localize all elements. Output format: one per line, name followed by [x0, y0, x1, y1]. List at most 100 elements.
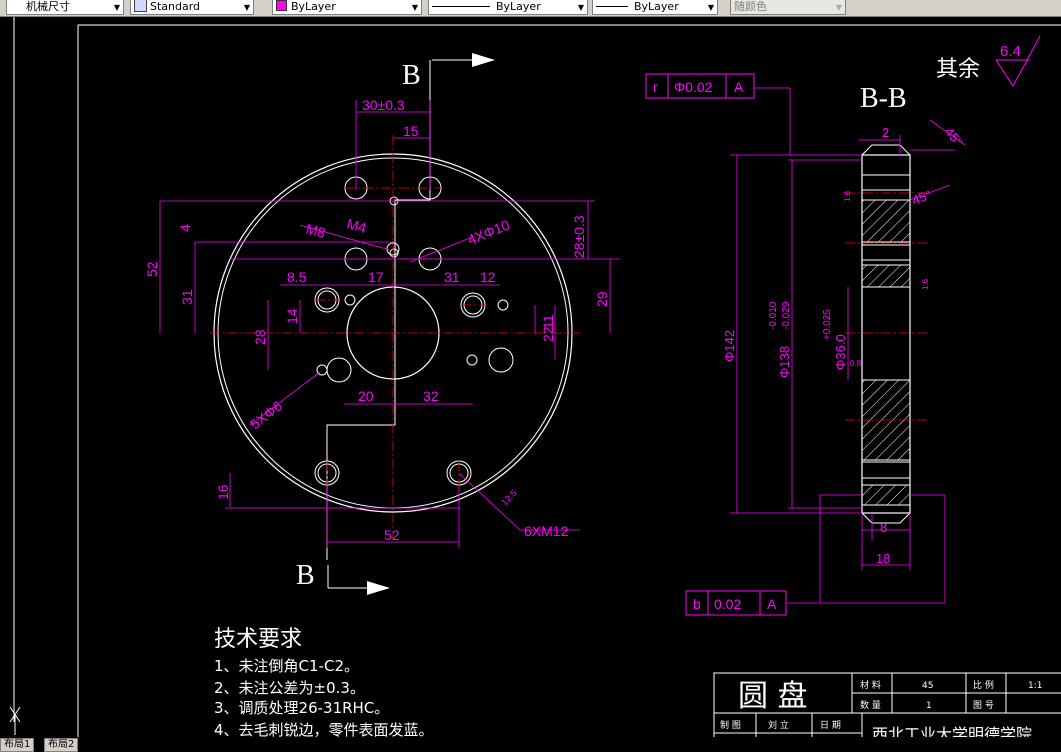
dimstyle-value: 机械尺寸 [26, 0, 70, 13]
dim-phi138-tol-up: -0.010 [768, 301, 779, 330]
dim-phi36-tol: +0.025 [822, 309, 833, 340]
material-label: 材 料 [860, 679, 881, 691]
dim-15: 15 [403, 123, 419, 139]
section-marker-bottom: B [296, 560, 390, 595]
dim-11: 11 [540, 314, 556, 329]
dim-28: 28 [252, 329, 268, 345]
tech-requirements-title: 技术要求 [214, 627, 302, 652]
hatch-upper-mid [861, 264, 911, 288]
dim-phi36: Φ36.0 [833, 334, 848, 370]
scale-value: 1:1 [1028, 681, 1042, 691]
drawing-no-label: 图 号 [973, 700, 994, 711]
dim-14: 14 [284, 308, 300, 324]
dim-16: 16 [215, 484, 231, 500]
dimstyle-select[interactable]: 机械尺寸 ▼ [6, 0, 124, 15]
dim-m8: M8 [304, 220, 327, 241]
tech-requirement-item: 4、去毛刺锐边，零件表面发蓝。 [214, 721, 434, 739]
dim-22: 22 [540, 326, 556, 342]
remaining-roughness-value: 6.4 [1000, 43, 1021, 60]
dim-28-tol: 28±0.3 [571, 215, 587, 258]
part-name: 圆 盘 [738, 679, 808, 714]
tol-bottom-datum: A [767, 596, 777, 612]
tol-top-value: Φ0.02 [674, 79, 713, 95]
dim-29: 29 [594, 291, 610, 307]
properties-toolbar: 机械尺寸 ▼ Standard ▼ ByLayer ▼ ByLayer ▼ By… [0, 0, 1061, 17]
dim-12: 12 [480, 269, 496, 285]
dim-1-6-b: 1.6 [921, 278, 930, 290]
dim-2: 2 [882, 125, 889, 140]
textstyle-select[interactable]: Standard ▼ [130, 0, 254, 15]
hole-left-small [344, 294, 356, 306]
dim-8-5: 8.5 [287, 269, 307, 285]
chevron-down-icon: ▼ [243, 3, 250, 12]
chevron-down-icon: ▼ [113, 3, 120, 12]
dim-phi142: Φ142 [722, 330, 737, 362]
tol-top-symbol: r [653, 79, 658, 95]
hole-lower-right-small [466, 354, 478, 366]
side-dimensions [730, 87, 966, 604]
hatch-bottom [861, 484, 911, 506]
color-swatch-icon [276, 0, 287, 11]
dim-52-vertical: 52 [144, 261, 160, 277]
hatch-top [861, 199, 911, 243]
tech-requirements: 技术要求 1、未注倒角C1-C2。 2、未注公差为±0.3。 3、调质处理26-… [214, 627, 434, 739]
dim-8: 8 [880, 520, 887, 535]
section-view-title: B-B [860, 83, 907, 114]
plotstyle-value: 随颜色 [734, 0, 767, 13]
linetype-value: ByLayer [496, 0, 541, 13]
layout-tabs-bar [0, 737, 1061, 750]
tol-top-datum: A [734, 79, 744, 95]
plotstyle-select[interactable]: 随颜色 ▼ [730, 0, 846, 15]
dim-31-vertical: 31 [179, 289, 195, 305]
dim-18: 18 [876, 551, 890, 566]
lineweight-select[interactable]: ByLayer ▼ [592, 0, 718, 15]
tolerance-frame-bottom: b 0.02 A [685, 590, 787, 616]
dim-30: 30±0.3 [362, 97, 405, 113]
front-dimensions [159, 100, 620, 548]
qty-label: 数 量 [860, 699, 881, 711]
dim-0-8: 0.8 [850, 359, 862, 368]
dim-20: 20 [358, 388, 374, 404]
drawing-canvas[interactable]: B B 3 [0, 17, 1061, 750]
hole-right-small [497, 299, 509, 311]
linetype-select[interactable]: ByLayer ▼ [428, 0, 588, 15]
dim-m4: M4 [345, 215, 368, 236]
tol-bottom-symbol: b [693, 596, 701, 612]
lineweight-value: ByLayer [634, 0, 679, 13]
dim-4: 4 [177, 224, 193, 232]
dim-phi138-tol-down: -0.029 [781, 301, 792, 330]
dim-32: 32 [423, 388, 439, 404]
section-label-top: B [402, 60, 421, 91]
chevron-down-icon: ▼ [577, 3, 584, 12]
dim-45-side: 45° [910, 187, 934, 208]
chevron-down-icon: ▼ [835, 3, 842, 12]
scale-label: 比 例 [973, 679, 994, 691]
hole-lower-right [488, 347, 514, 373]
dim-phi138: Φ138 [777, 346, 792, 378]
color-value: ByLayer [291, 0, 336, 13]
tol-bottom-value: 0.02 [714, 596, 741, 612]
section-marker-top: B [402, 53, 495, 91]
color-select[interactable]: ByLayer ▼ [272, 0, 422, 15]
material-value: 45 [922, 681, 933, 691]
tech-requirement-item: 2、未注公差为±0.3。 [214, 679, 365, 697]
tech-requirement-item: 3、调质处理26-31RHC。 [214, 699, 389, 717]
roughness-symbol-icon [995, 35, 1041, 87]
dim-1-6-a: 1.6 [843, 190, 852, 202]
dim-52-horizontal: 52 [384, 527, 400, 543]
ucs-icon [9, 706, 21, 735]
chevron-down-icon: ▼ [411, 3, 418, 12]
dim-6xm12: 6XM12 [524, 523, 569, 539]
tab-layout1[interactable]: 布局1 [0, 738, 35, 752]
drawing-border [77, 24, 1061, 750]
textstyle-value: Standard [150, 0, 201, 13]
section-view: B-B 其余 6.4 [845, 35, 1041, 524]
hole-lower-left-small [316, 364, 328, 376]
tolerance-frame-top: r Φ0.02 A [645, 73, 755, 99]
remaining-roughness-label: 其余 [936, 57, 980, 82]
text-style-icon [134, 0, 147, 12]
chevron-down-icon: ▼ [707, 3, 714, 12]
hole-m8 [389, 248, 399, 258]
section-label-bottom: B [296, 560, 315, 591]
drawer-label: 制 图 [720, 719, 741, 731]
